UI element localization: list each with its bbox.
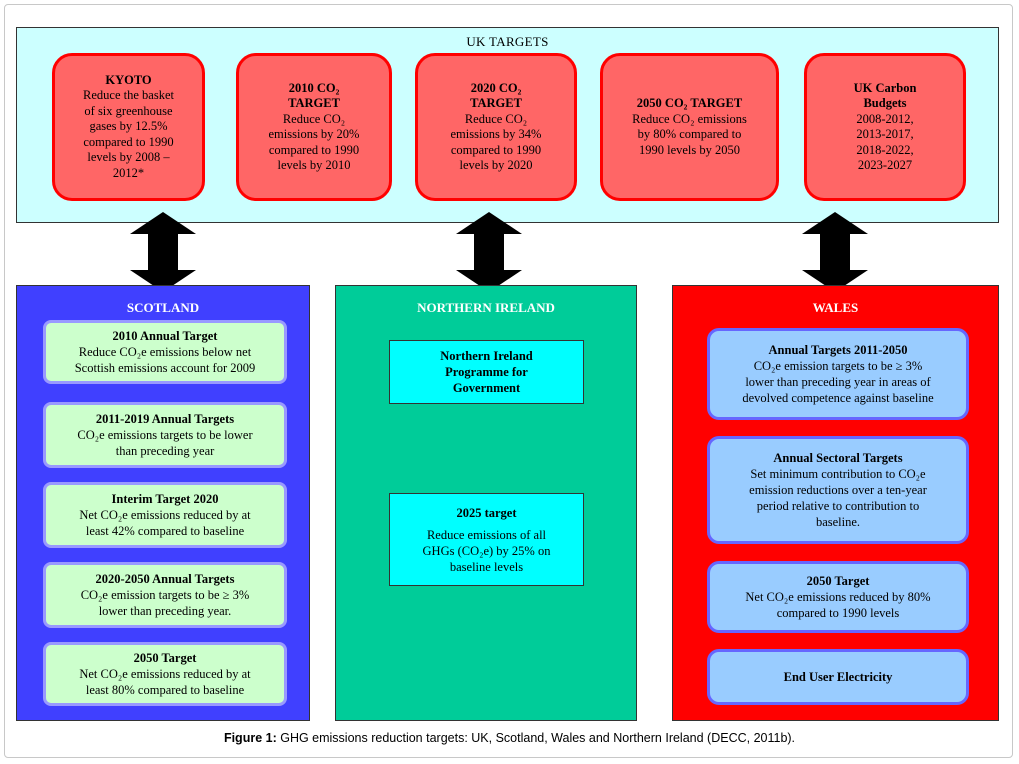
wales-annual-targets-2011-2050: Annual Targets 2011-2050 CO₂e emission t… — [707, 328, 969, 420]
scotland-2010-annual-target: 2010 Annual Target Reduce CO₂e emissions… — [43, 320, 287, 384]
uk-wales-arrow — [802, 212, 868, 292]
scotland-item-line: lower than preceding year. — [98, 604, 232, 618]
wales-item-title: 2050 Target — [806, 574, 870, 588]
wales-item-line: emission reductions over a ten-year — [749, 483, 927, 497]
target-2050-line: Reduce CO₂ emissions — [632, 111, 747, 126]
wales-2050-target: 2050 Target Net CO₂e emissions reduced b… — [707, 561, 969, 633]
target-2050-line: by 80% compared to — [637, 127, 742, 141]
caption-label: Figure 1: — [223, 731, 277, 745]
scotland-item-line: least 80% compared to baseline — [85, 683, 245, 697]
ni-box-line: Programme for — [445, 365, 528, 379]
ni-box-title: 2025 target — [456, 505, 517, 520]
target-2010-line: compared to 1990 — [268, 142, 360, 157]
scotland-item-title: 2050 Target — [133, 651, 197, 665]
carbon-budgets-line: 2018-2022, — [856, 142, 914, 157]
scotland-item-line: CO₂e emission targets to be ≥ 3% — [80, 588, 250, 602]
ni-2025-target: 2025 target Reduce emissions of all GHGs… — [389, 493, 584, 586]
wales-item-title: End User Electricity — [783, 670, 893, 684]
scotland-item-line: Reduce CO₂e emissions below net — [78, 345, 252, 359]
wales-item-line: Set minimum contribution to CO₂e — [750, 467, 926, 481]
scotland-interim-target-2020: Interim Target 2020 Net CO₂e emissions r… — [43, 482, 287, 548]
wales-item-line: Net CO₂e emissions reduced by 80% — [745, 590, 931, 604]
kyoto-line: 2012* — [112, 165, 145, 180]
wales-item-line: devolved competence against baseline — [742, 391, 934, 405]
kyoto-box: KYOTO Reduce the basket of six greenhous… — [52, 53, 205, 201]
carbon-budgets-line: 2023-2027 — [857, 158, 913, 172]
scotland-item-line: than preceding year — [115, 444, 215, 458]
kyoto-line: gases by 12.5% — [89, 119, 168, 134]
target-2020-line: compared to 1990 — [450, 142, 542, 157]
uk-scotland-arrow — [130, 212, 196, 292]
scotland-item-line: Net CO₂e emissions reduced by at — [79, 667, 251, 681]
scotland-item-line: least 42% compared to baseline — [85, 524, 245, 538]
scotland-2050-target: 2050 Target Net CO₂e emissions reduced b… — [43, 642, 287, 706]
caption-text: GHG emissions reduction targets: UK, Sco… — [276, 731, 796, 745]
target-2050-title: 2050 CO₂ TARGET — [636, 96, 743, 110]
uk-targets-title: UK TARGETS — [466, 34, 549, 49]
target-2010-title: TARGET — [288, 96, 340, 110]
target-2010-box: 2010 CO₂ TARGET Reduce CO₂ emissions by … — [236, 53, 392, 201]
ni-box-line: Government — [452, 381, 521, 395]
scotland-item-title: Interim Target 2020 — [111, 492, 219, 506]
target-2020-line: emissions by 34% — [450, 127, 542, 141]
target-2010-title: 2010 CO₂ — [288, 80, 340, 95]
ni-box-line: Northern Ireland — [440, 349, 533, 363]
kyoto-line: compared to 1990 — [83, 134, 174, 149]
figure-frame — [4, 4, 1013, 758]
wales-item-line: lower than preceding year in areas of — [745, 375, 931, 389]
wales-item-title: Annual Sectoral Targets — [773, 451, 903, 465]
uk-northern-ireland-arrow — [456, 212, 522, 292]
target-2010-line: emissions by 20% — [268, 127, 360, 141]
scotland-item-line: Scottish emissions account for 2009 — [74, 361, 256, 375]
kyoto-line: of six greenhouse — [84, 103, 173, 118]
target-2050-box: 2050 CO₂ TARGET Reduce CO₂ emissions by … — [600, 53, 779, 201]
carbon-budgets-box: UK Carbon Budgets 2008-2012, 2013-2017, … — [804, 53, 966, 201]
target-2010-line: Reduce CO₂ — [282, 111, 346, 126]
carbon-budgets-title: UK Carbon — [853, 80, 917, 95]
wales-item-line: period relative to contribution to — [756, 499, 920, 513]
scotland-item-line: CO₂e emissions targets to be lower — [77, 428, 253, 442]
ni-programme-for-government: Northern Ireland Programme for Governmen… — [389, 340, 584, 404]
northern-ireland-title: NORTHERN IRELAND — [417, 300, 555, 315]
scotland-panel: SCOTLAND 2010 Annual Target Reduce CO₂e … — [16, 285, 310, 721]
target-2020-line: levels by 2020 — [459, 158, 533, 172]
target-2020-box: 2020 CO₂ TARGET Reduce CO₂ emissions by … — [415, 53, 577, 201]
northern-ireland-panel: NORTHERN IRELAND Northern Ireland Progra… — [335, 285, 637, 721]
kyoto-line: Reduce the basket — [83, 88, 174, 103]
ni-box-line: GHGs (CO₂e) by 25% on — [422, 543, 551, 558]
target-2020-title: 2020 CO₂ — [470, 80, 522, 95]
target-2020-title: TARGET — [470, 96, 522, 110]
carbon-budgets-title: Budgets — [863, 96, 907, 110]
wales-item-line: compared to 1990 levels — [776, 606, 900, 620]
target-2050-line: 1990 levels by 2050 — [638, 142, 741, 157]
wales-item-line: CO₂e emission targets to be ≥ 3% — [753, 359, 923, 373]
wales-annual-sectoral-targets: Annual Sectoral Targets Set minimum cont… — [707, 436, 969, 544]
scotland-title: SCOTLAND — [126, 300, 200, 315]
uk-targets-panel: UK TARGETS KYOTO Reduce the basket of si… — [16, 27, 999, 223]
ni-box-line: baseline levels — [449, 559, 524, 574]
scotland-item-title: 2010 Annual Target — [112, 329, 218, 343]
wales-panel: WALES Annual Targets 2011-2050 CO₂e emis… — [672, 285, 999, 721]
wales-title: WALES — [812, 300, 859, 315]
target-2020-line: Reduce CO₂ — [464, 111, 528, 126]
kyoto-title: KYOTO — [105, 72, 152, 87]
figure-caption: Figure 1: GHG emissions reduction target… — [0, 731, 1019, 745]
target-2010-line: levels by 2010 — [277, 158, 351, 172]
wales-item-line: baseline. — [815, 515, 861, 529]
scotland-item-title: 2020-2050 Annual Targets — [95, 572, 235, 586]
kyoto-line: levels by 2008 – — [87, 150, 170, 165]
wales-end-user-electricity: End User Electricity — [707, 649, 969, 705]
ni-box-line: Reduce emissions of all — [426, 527, 547, 542]
carbon-budgets-line: 2008-2012, — [856, 111, 914, 126]
scotland-2020-2050-annual-targets: 2020-2050 Annual Targets CO₂e emission t… — [43, 562, 287, 628]
wales-item-title: Annual Targets 2011-2050 — [768, 343, 908, 357]
carbon-budgets-line: 2013-2017, — [856, 127, 914, 141]
scotland-2011-2019-annual-targets: 2011-2019 Annual Targets CO₂e emissions … — [43, 402, 287, 468]
scotland-item-line: Net CO₂e emissions reduced by at — [79, 508, 251, 522]
scotland-item-title: 2011-2019 Annual Targets — [95, 412, 235, 426]
